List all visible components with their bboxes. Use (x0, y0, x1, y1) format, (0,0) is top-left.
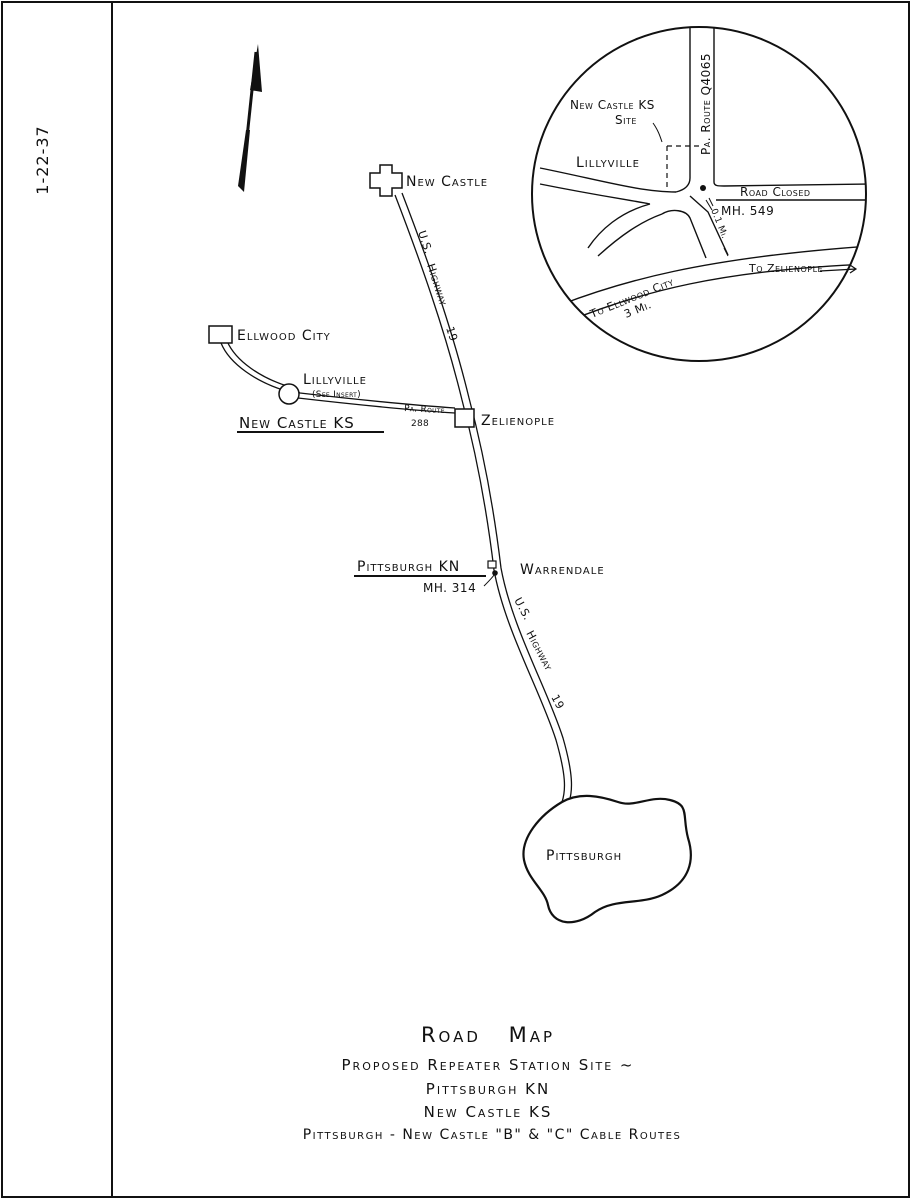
insert-to-zelienople-label: To Zelienople (748, 262, 823, 275)
lillyville-label: Lillyville (303, 372, 367, 388)
zelienople-square-icon (454, 408, 475, 428)
lillyville-detail-insert: New Castle KS Site Lillyville Pa. Route … (531, 26, 867, 362)
pittsburgh-area-shape (522, 794, 692, 924)
north-arrow-icon (238, 44, 262, 192)
manhole-314-marker-icon (492, 570, 498, 576)
zelienople-label: Zelienople (481, 413, 555, 429)
pa-route-number-label: 288 (411, 419, 429, 429)
new-castle-label: New Castle (406, 174, 488, 190)
pittsburgh-label: Pittsburgh (546, 848, 622, 864)
insert-road-closed-label: Road Closed (740, 185, 811, 199)
title-line-1: Proposed Repeater Station Site ~ (342, 1056, 635, 1074)
manhole-314-label: MH. 314 (423, 581, 476, 595)
title-main: Road Map (421, 1023, 555, 1047)
manhole-549-marker-icon (700, 185, 706, 191)
lillyville-circle-icon (278, 383, 300, 405)
us-highway-19-lower-label-number: 19 (548, 692, 567, 711)
us-highway-19-upper-label-us: U.S. (415, 229, 435, 256)
manhole-314-leader-line (483, 574, 495, 587)
title-line-4: Pittsburgh - New Castle "B" & "C" Cable … (303, 1127, 682, 1143)
new-castle-cross-icon (369, 164, 403, 197)
insert-site-label-line1: New Castle KS (570, 98, 655, 112)
title-block: Road Map Proposed Repeater Station Site … (303, 1023, 682, 1143)
title-line-2: Pittsburgh KN (426, 1080, 550, 1098)
new-castle-ks-label: New Castle KS (239, 414, 355, 432)
pittsburgh-kn-label: Pittsburgh KN (357, 559, 460, 575)
pittsburgh-kn-station-icon (487, 560, 497, 569)
title-line-3: New Castle KS (424, 1103, 553, 1121)
ellwood-city-square-icon (208, 325, 233, 344)
warrendale-label: Warrendale (520, 562, 605, 578)
insert-manhole-549-label: MH. 549 (721, 204, 774, 218)
insert-pa-route-label: Pa. Route Q4065 (699, 53, 713, 155)
pa-route-label: Pa. Route (404, 404, 445, 416)
ellwood-city-label: Ellwood City (237, 328, 331, 344)
insert-lillyville-label: Lillyville (576, 155, 640, 171)
us-highway-19-upper-label-number: 19 (443, 325, 460, 343)
site-boundary-dashed (666, 145, 702, 192)
insert-site-label-line2: Site (615, 113, 637, 127)
margin-date-note: 1-22-37 (33, 125, 52, 194)
see-insert-label: (See Insert) (312, 390, 361, 400)
us-highway-19-road (394, 192, 573, 803)
